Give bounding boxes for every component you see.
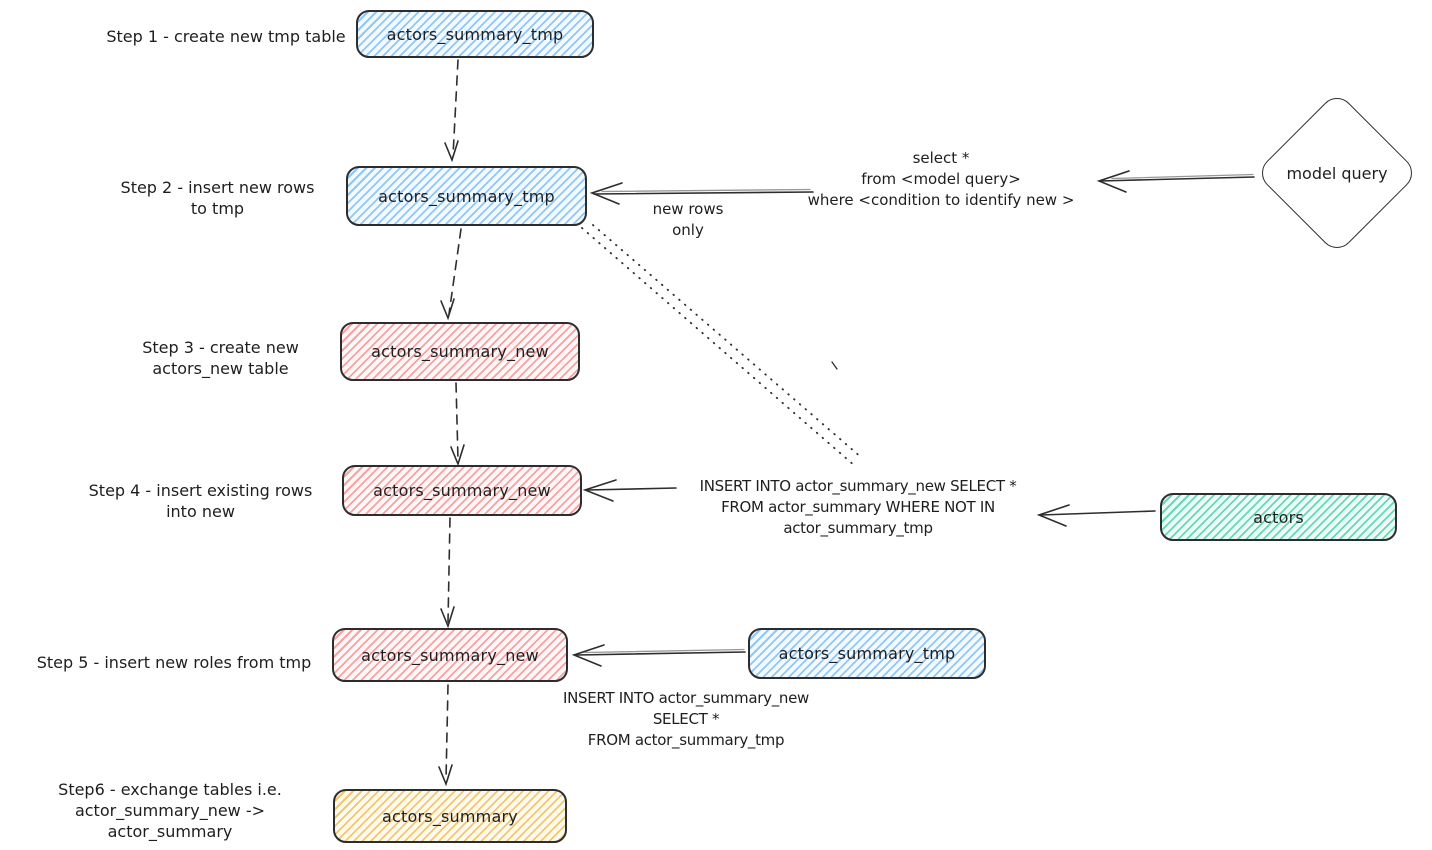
step2-label: Step 2 - insert new rows to tmp bbox=[120, 178, 315, 218]
step3-node-label: actors_summary_new bbox=[371, 342, 549, 361]
arrow-step2-step3 bbox=[440, 228, 462, 321]
arrow-step3-step4 bbox=[450, 382, 465, 467]
insert-missing-note: INSERT INTO actor_summary_new SELECT * F… bbox=[699, 477, 1017, 537]
new-rows-only-label: new rows only bbox=[652, 200, 724, 239]
actors-node-label: actors bbox=[1253, 507, 1304, 527]
step1-node: actors_summary_tmp bbox=[356, 10, 594, 58]
tmp-source-node: actors_summary_tmp bbox=[748, 628, 986, 679]
step5-label: Step 5 - insert new roles from tmp bbox=[36, 653, 312, 672]
step4-node-label: actors_summary_new bbox=[373, 481, 551, 500]
select-sql-note: select * from <model query> where <condi… bbox=[807, 149, 1075, 209]
arrow-step4-step5 bbox=[440, 517, 455, 629]
step3-node: actors_summary_new bbox=[340, 322, 580, 381]
step2-node: actors_summary_tmp bbox=[346, 166, 587, 226]
insert-from-tmp-note: INSERT INTO actor_summary_new SELECT * F… bbox=[562, 689, 810, 749]
step5-node: actors_summary_new bbox=[332, 628, 568, 682]
tmp-source-node-label: actors_summary_tmp bbox=[778, 644, 956, 663]
step2-node-label: actors_summary_tmp bbox=[378, 186, 555, 206]
arrow-model-query-select-sql bbox=[1096, 170, 1255, 193]
step6-node-label: actors_summary bbox=[382, 806, 518, 826]
dotted-link-step2-insert-missing bbox=[581, 224, 863, 467]
step1-node-label: actors_summary_tmp bbox=[386, 24, 564, 44]
stray-pen-mark bbox=[831, 361, 838, 370]
step6-label: Step6 - exchange tables i.e. actor_summa… bbox=[58, 780, 282, 841]
arrow-tmp-source-step5 bbox=[571, 644, 746, 667]
arrow-actors-insert-missing bbox=[1036, 504, 1156, 527]
step4-node: actors_summary_new bbox=[342, 465, 582, 516]
arrow-step5-step6 bbox=[438, 684, 453, 787]
step6-node: actors_summary bbox=[333, 789, 567, 843]
arrow-select-sql-step2 bbox=[589, 182, 814, 205]
step1-label: Step 1 - create new tmp table bbox=[106, 27, 346, 46]
model-query-label: model query bbox=[1286, 164, 1388, 183]
arrow-step1-step2 bbox=[444, 59, 459, 163]
step3-label: Step 3 - create new actors_new table bbox=[142, 338, 299, 378]
step4-label: Step 4 - insert existing rows into new bbox=[88, 481, 313, 521]
arrow-insert-missing-step4 bbox=[582, 479, 677, 502]
step5-node-label: actors_summary_new bbox=[361, 645, 539, 665]
actors-node: actors bbox=[1160, 493, 1397, 541]
